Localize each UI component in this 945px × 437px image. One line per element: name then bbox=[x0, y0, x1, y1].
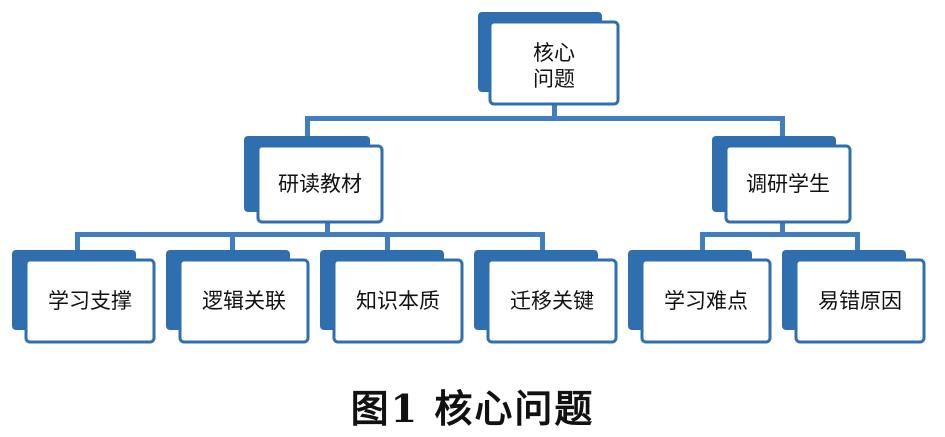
node-label: 学习支撑 bbox=[48, 289, 132, 313]
node-label: 调研学生 bbox=[746, 172, 830, 196]
node-label-line-2: 问题 bbox=[533, 67, 575, 91]
connector-survey-students-bar bbox=[700, 232, 860, 237]
node-label-line-1: 核心 bbox=[533, 41, 575, 65]
connector-drop-survey-students bbox=[780, 116, 785, 146]
connector-root-stem bbox=[552, 102, 557, 120]
node-label: 研读教材 bbox=[278, 172, 362, 196]
figure-caption: 图1 核心问题 bbox=[350, 386, 595, 431]
node-core-question: 核心 问题 bbox=[478, 12, 620, 106]
node-label: 学习难点 bbox=[664, 289, 748, 313]
node-label: 迁移关键 bbox=[510, 289, 594, 313]
node-box bbox=[178, 258, 310, 344]
connector-study-textbook-stem bbox=[325, 222, 330, 236]
connector-level1-bar bbox=[305, 116, 785, 121]
connector-drop-error-cause bbox=[855, 232, 860, 254]
node-label: 知识本质 bbox=[356, 289, 440, 313]
node-knowledge-essence: 知识本质 bbox=[320, 250, 464, 344]
node-learning-difficulty: 学习难点 bbox=[628, 250, 772, 344]
node-transfer-key: 迁移关键 bbox=[474, 250, 618, 344]
connector-survey-students-stem bbox=[780, 222, 785, 236]
node-box bbox=[794, 258, 926, 344]
node-learning-support: 学习支撑 bbox=[12, 250, 156, 344]
node-label: 易错原因 bbox=[818, 289, 902, 313]
node-box bbox=[486, 258, 618, 344]
connector-study-textbook-bar bbox=[75, 232, 545, 237]
node-box bbox=[256, 144, 384, 224]
connector-drop-knowledge-essence bbox=[385, 232, 390, 254]
node-box bbox=[640, 258, 772, 344]
connector-drop-logical-relation bbox=[230, 232, 235, 254]
node-box bbox=[332, 258, 464, 344]
node-study-textbook: 研读教材 bbox=[244, 136, 384, 224]
connectors bbox=[75, 102, 860, 254]
connector-drop-learning-support bbox=[75, 232, 80, 254]
node-logical-relation: 逻辑关联 bbox=[166, 250, 310, 344]
connector-drop-transfer-key bbox=[540, 232, 545, 254]
node-label: 逻辑关联 bbox=[202, 289, 286, 313]
node-error-cause: 易错原因 bbox=[782, 250, 926, 344]
node-box bbox=[724, 144, 852, 224]
node-box bbox=[24, 258, 156, 344]
node-box bbox=[488, 20, 620, 106]
node-survey-students: 调研学生 bbox=[712, 136, 852, 224]
connector-drop-learning-difficulty bbox=[700, 232, 705, 254]
connector-drop-study-textbook bbox=[305, 116, 310, 146]
